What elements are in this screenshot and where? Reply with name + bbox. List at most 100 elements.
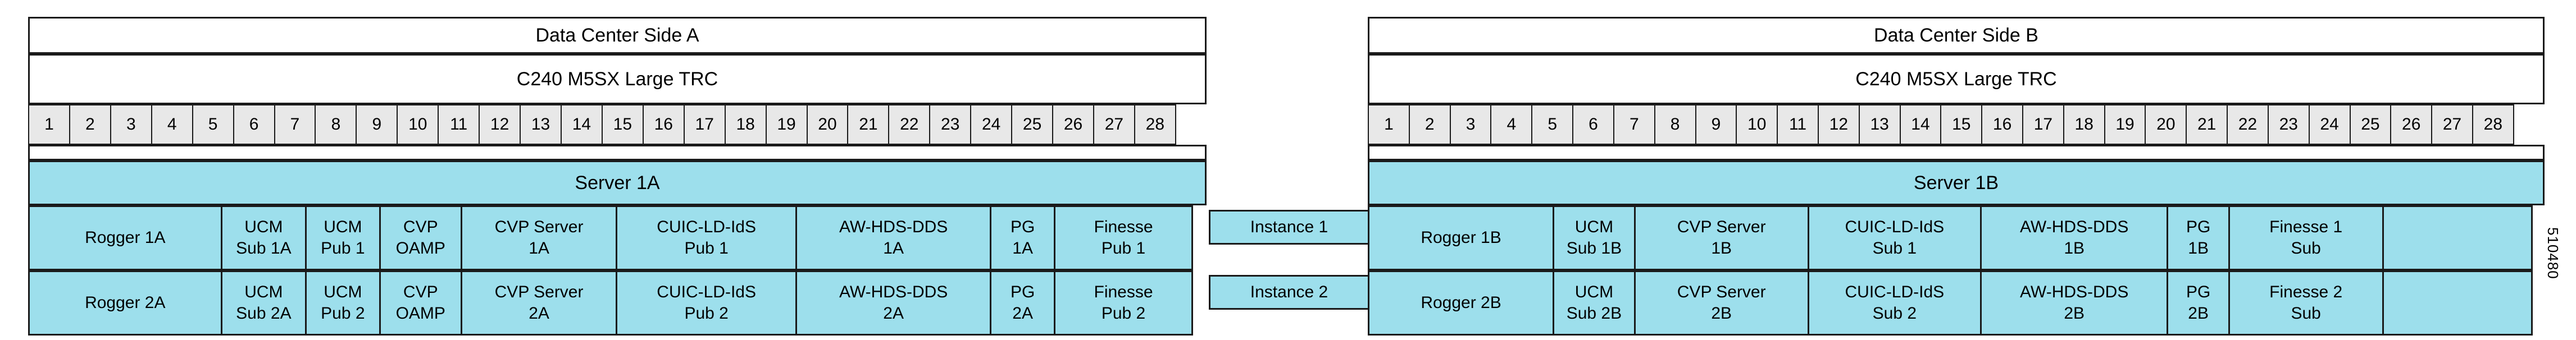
side-b-rack-unit-5[interactable]: 5 <box>1531 104 1574 145</box>
side-a-rack-unit-18[interactable]: 18 <box>724 104 767 145</box>
side-b-rack-unit-27[interactable]: 27 <box>2431 104 2473 145</box>
side-a-rack-unit-4[interactable]: 4 <box>151 104 193 145</box>
side-a-rack-unit-24[interactable]: 24 <box>970 104 1013 145</box>
side-b-rack-unit-7[interactable]: 7 <box>1613 104 1655 145</box>
side-b-rack-unit-12[interactable]: 12 <box>1817 104 1860 145</box>
side-b-rack-unit-11[interactable]: 11 <box>1777 104 1819 145</box>
side-b-rack-unit-8[interactable]: 8 <box>1654 104 1696 145</box>
side-a-rack-unit-12[interactable]: 12 <box>479 104 521 145</box>
component-line-2: Pub 1 <box>321 239 365 258</box>
component-line-2: 2B <box>2188 304 2209 323</box>
side-b-rack-unit-17[interactable]: 17 <box>2022 104 2064 145</box>
side-b-r2-cell-rogger-2b[interactable]: Rogger 2B <box>1368 270 1555 336</box>
side-b-rack-unit-28[interactable]: 28 <box>2472 104 2514 145</box>
side-b-r1-cell-rogger-1b[interactable]: Rogger 1B <box>1368 205 1555 270</box>
side-a-rack-unit-7[interactable]: 7 <box>274 104 316 145</box>
side-b-rack-unit-15[interactable]: 15 <box>1940 104 1983 145</box>
side-a-rack-unit-14[interactable]: 14 <box>560 104 603 145</box>
side-a-rack-unit-13[interactable]: 13 <box>520 104 562 145</box>
side-b-rack-unit-24[interactable]: 24 <box>2308 104 2351 145</box>
side-b-rack-unit-1[interactable]: 1 <box>1368 104 1410 145</box>
component-line-2: Pub 2 <box>321 304 365 323</box>
side-a-rack-unit-23[interactable]: 23 <box>929 104 972 145</box>
component-line-2: 1A <box>529 239 549 258</box>
side-b-rack-unit-6[interactable]: 6 <box>1572 104 1614 145</box>
side-a-rack-unit-19[interactable]: 19 <box>765 104 808 145</box>
side-a-rack-unit-2[interactable]: 2 <box>69 104 111 145</box>
side-a-rack-unit-22[interactable]: 22 <box>888 104 931 145</box>
side-a-rack-unit-3[interactable]: 3 <box>110 104 152 145</box>
side-b-rack-unit-13[interactable]: 13 <box>1858 104 1901 145</box>
side-b-rack-unit-20[interactable]: 20 <box>2145 104 2187 145</box>
side-a-rack-unit-5[interactable]: 5 <box>192 104 234 145</box>
side-b-rack-unit-14[interactable]: 14 <box>1899 104 1942 145</box>
side-b-r2-cell-empty[interactable] <box>2382 270 2533 336</box>
side-b-rack-unit-22[interactable]: 22 <box>2227 104 2269 145</box>
side-b-rack-unit-18[interactable]: 18 <box>2063 104 2105 145</box>
side-a-rack-unit-6[interactable]: 6 <box>233 104 275 145</box>
side-a-rack-unit-1[interactable]: 1 <box>28 104 70 145</box>
side-a-rack-unit-25[interactable]: 25 <box>1011 104 1054 145</box>
instance-box-2[interactable]: Instance 2 <box>1209 275 1369 310</box>
side-a-rack-unit-26[interactable]: 26 <box>1052 104 1094 145</box>
side-b-rack-unit-26[interactable]: 26 <box>2390 104 2433 145</box>
instance-box-1[interactable]: Instance 1 <box>1209 210 1369 245</box>
side-b-rack-unit-23[interactable]: 23 <box>2267 104 2310 145</box>
side-b-rack-unit-25[interactable]: 25 <box>2349 104 2392 145</box>
side-b-r1-cell-empty[interactable] <box>2382 205 2533 270</box>
side-b-server-band: Server 1B <box>1368 160 2545 205</box>
side-a-rack-unit-21[interactable]: 21 <box>847 104 890 145</box>
side-a-r1-cell-rogger-1a[interactable]: Rogger 1A <box>28 205 222 270</box>
side-a-rack-unit-9[interactable]: 9 <box>356 104 398 145</box>
side-a-rack-unit-27[interactable]: 27 <box>1093 104 1135 145</box>
component-line-2: Sub 2B <box>1566 304 1622 323</box>
side-b-rack-unit-4[interactable]: 4 <box>1490 104 1533 145</box>
side-a-rack-unit-20[interactable]: 20 <box>806 104 849 145</box>
side-a-rack-unit-17[interactable]: 17 <box>683 104 726 145</box>
side-b-rack-unit-2[interactable]: 2 <box>1408 104 1451 145</box>
side-a-r2-cell-rogger-2a[interactable]: Rogger 2A <box>28 270 222 336</box>
side-b-rack-unit-19[interactable]: 19 <box>2104 104 2146 145</box>
side-a-rack-unit-16[interactable]: 16 <box>642 104 685 145</box>
side-b-rack-unit-3[interactable]: 3 <box>1449 104 1492 145</box>
side-b-rack-unit-10[interactable]: 10 <box>1736 104 1778 145</box>
side-a-rack-unit-28[interactable]: 28 <box>1134 104 1176 145</box>
component-line-1: Finesse 2 <box>2269 282 2343 301</box>
side-a-rack-unit-15[interactable]: 15 <box>601 104 644 145</box>
side-b-rack-unit-16[interactable]: 16 <box>1981 104 2023 145</box>
side-b-rack-unit-21[interactable]: 21 <box>2186 104 2228 145</box>
side-a-rack-unit-8[interactable]: 8 <box>315 104 357 145</box>
side-a-rack-unit-10[interactable]: 10 <box>397 104 439 145</box>
side-b-rack-unit-9[interactable]: 9 <box>1695 104 1737 145</box>
side-a-rack-unit-11[interactable]: 11 <box>438 104 480 145</box>
